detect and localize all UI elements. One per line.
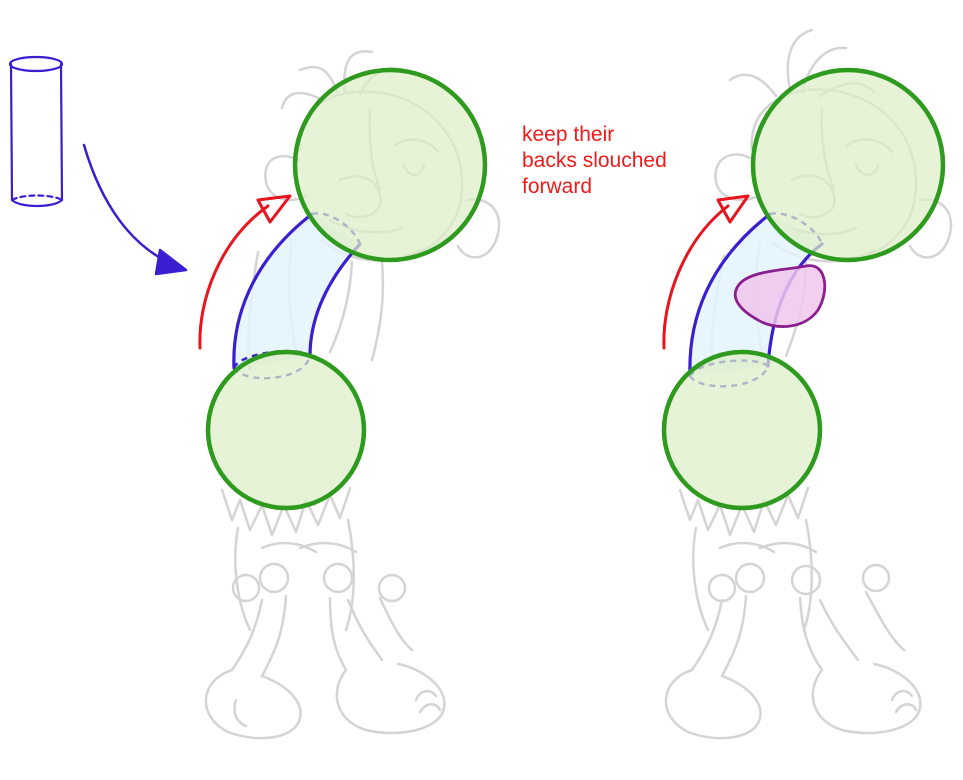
- right-head-circle: [753, 70, 943, 260]
- left-head-circle: [295, 70, 485, 260]
- annotation-line-2: backs slouched: [522, 148, 722, 174]
- annotation-line-3: forward: [522, 174, 722, 200]
- annotation-line-1: keep their: [522, 122, 722, 148]
- cylinder-icon: [10, 57, 62, 206]
- right-hip-circle: [664, 352, 820, 508]
- left-hip-circle: [208, 352, 364, 508]
- slouch-annotation: keep their backs slouched forward: [522, 122, 722, 200]
- curved-arrow-icon: [84, 145, 186, 274]
